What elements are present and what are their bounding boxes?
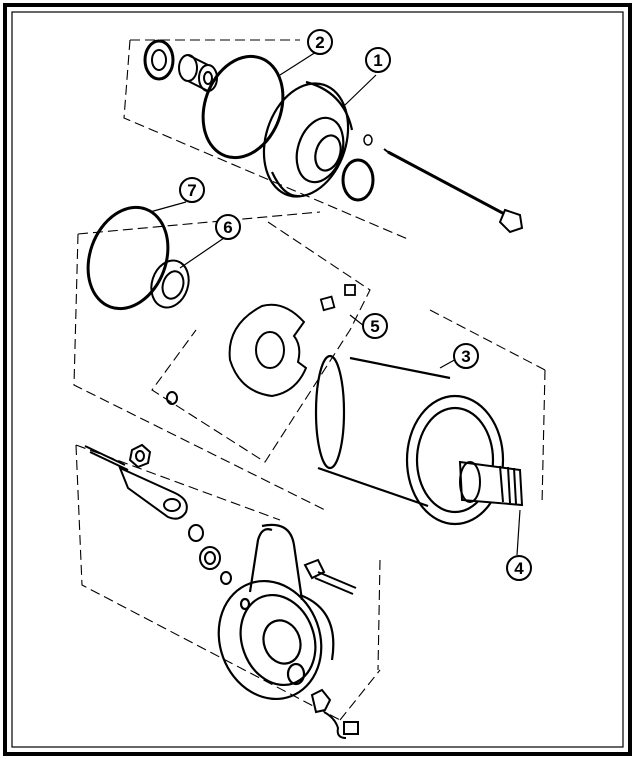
o-ring-large-middle [86,205,170,311]
rear-cover [217,523,335,701]
brush-block [319,284,356,312]
brush-plate-outline [151,221,371,463]
callout-4: 4 [506,555,532,581]
callout-4-label: 4 [514,559,524,578]
long-bolt [383,148,524,234]
leader-lines [149,51,521,556]
front-cover [262,80,354,198]
callout-2-label: 2 [315,33,324,52]
top-group-outline [123,39,411,241]
motor-yoke [314,354,505,526]
callout-6-label: 6 [223,218,232,237]
terminal-cable [84,445,188,520]
small-o-ring [363,134,373,146]
bottom-group-outline [75,444,341,721]
diagram-frame [3,3,632,756]
oil-seal [143,39,175,81]
middle-group-outline [73,233,326,511]
callout-5-label: 5 [370,317,379,336]
callout-5: 5 [362,313,388,339]
armature-shaft [458,460,524,507]
callout-1-label: 1 [373,51,382,70]
callout-7-label: 7 [187,181,196,200]
thrust-washer [150,259,190,309]
callout-7: 7 [179,177,205,203]
group-outlines [73,39,546,721]
callout-2: 2 [307,29,333,55]
brush-spring-lower [166,391,178,405]
callout-6: 6 [215,214,241,240]
brush-plate [228,303,308,398]
callout-3-label: 3 [461,347,470,366]
o-ring-large-top [201,54,285,160]
callout-1: 1 [365,47,391,73]
callout-3: 3 [453,343,479,369]
terminal-washers [188,524,232,585]
brush-lead [310,688,359,739]
hex-nut [128,443,152,469]
o-ring-small [341,158,375,202]
cover-bolt [303,558,357,595]
